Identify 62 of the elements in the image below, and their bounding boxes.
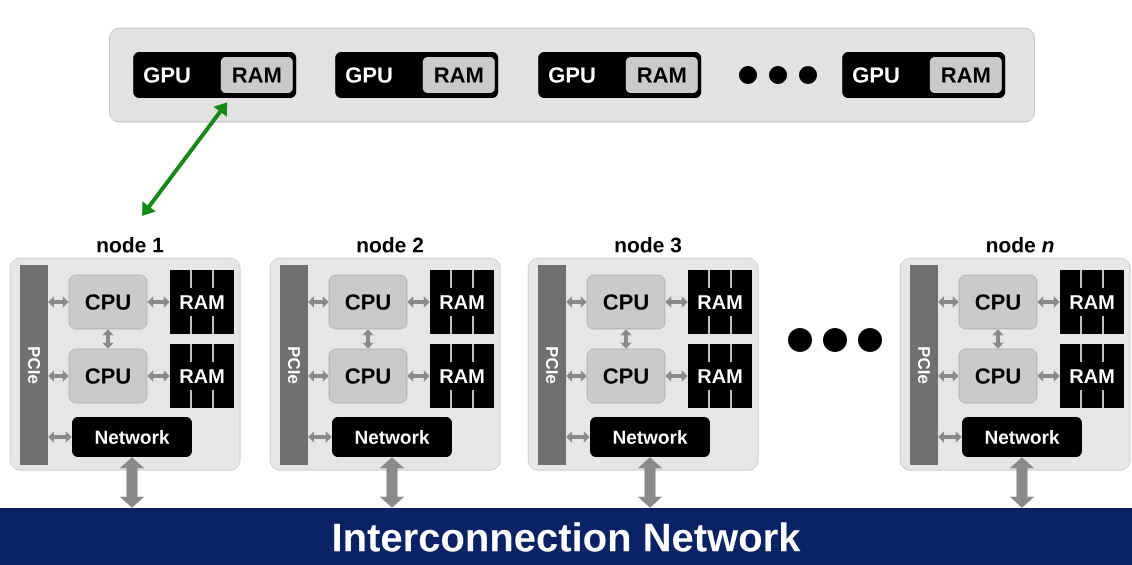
arrow <box>308 431 332 443</box>
arrow <box>142 102 228 216</box>
ram-box: RAM <box>422 57 495 93</box>
network-box: Network <box>590 417 710 457</box>
pcie-bar: PCIe <box>280 265 308 465</box>
arrow <box>48 370 69 382</box>
arrow <box>308 296 329 308</box>
ram-module: RAM <box>170 343 234 409</box>
cpu-box: CPU <box>586 348 666 404</box>
arrow <box>566 431 590 443</box>
ram-module: RAM <box>170 269 234 335</box>
arrow <box>938 431 962 443</box>
pcie-bar: PCIe <box>538 265 566 465</box>
arrow <box>566 296 587 308</box>
ram-module: RAM <box>1060 343 1124 409</box>
ram-box: RAM <box>220 57 293 93</box>
arrow <box>938 296 959 308</box>
ram-module: RAM <box>430 269 494 335</box>
interconnect-band: Interconnection Network <box>0 508 1132 565</box>
ram-box: RAM <box>625 57 698 93</box>
cpu-box: CPU <box>958 348 1038 404</box>
network-box: Network <box>332 417 452 457</box>
cpu-box: CPU <box>958 274 1038 330</box>
node-heading: node n <box>987 237 1054 253</box>
cpu-box: CPU <box>328 348 408 404</box>
pcie-bar: PCIe <box>20 265 48 465</box>
pcie-bar: PCIe <box>910 265 938 465</box>
cpu-box: CPU <box>68 274 148 330</box>
arrow <box>362 329 374 349</box>
arrow <box>637 457 663 508</box>
arrow <box>620 329 632 349</box>
arrow <box>992 329 1004 349</box>
arrow <box>119 457 145 508</box>
node-heading: node 1 <box>97 237 164 253</box>
ram-box: RAM <box>929 57 1002 93</box>
arrow <box>102 329 114 349</box>
arrow <box>407 296 430 308</box>
ram-module: RAM <box>430 343 494 409</box>
arrow <box>147 296 170 308</box>
arrow <box>665 296 688 308</box>
arrow <box>1037 370 1060 382</box>
network-box: Network <box>72 417 192 457</box>
arrow <box>407 370 430 382</box>
arrow <box>379 457 405 508</box>
cpu-box: CPU <box>68 348 148 404</box>
arrow <box>48 431 72 443</box>
node-heading: node 3 <box>615 237 682 253</box>
ram-module: RAM <box>1060 269 1124 335</box>
cpu-box: CPU <box>586 274 666 330</box>
cpu-box: CPU <box>328 274 408 330</box>
ram-module: RAM <box>688 343 752 409</box>
ram-module: RAM <box>688 269 752 335</box>
arrow <box>48 296 69 308</box>
arrow <box>1009 457 1035 508</box>
arrow <box>566 370 587 382</box>
arrow <box>308 370 329 382</box>
arrow <box>665 370 688 382</box>
arrow <box>938 370 959 382</box>
node-heading: node 2 <box>357 237 423 253</box>
arrow <box>147 370 170 382</box>
arrow <box>1037 296 1060 308</box>
network-box: Network <box>962 417 1082 457</box>
